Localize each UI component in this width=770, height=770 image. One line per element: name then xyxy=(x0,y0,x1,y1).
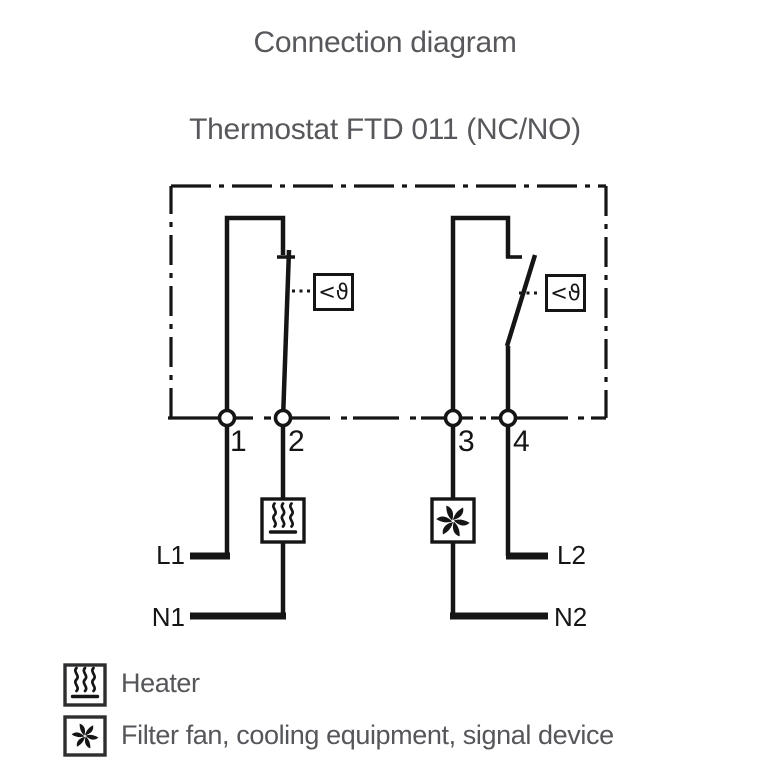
terminal-3-dot xyxy=(443,408,463,428)
terminal-1-dot xyxy=(217,408,237,428)
legend-heater-label: Heater xyxy=(121,668,200,698)
temperature-sensor-symbol: <ϑ xyxy=(550,281,581,305)
page-subtitle: Thermostat FTD 011 (NC/NO) xyxy=(189,113,581,146)
temperature-sensor-box-left: <ϑ xyxy=(313,273,354,311)
wire-label-l1: L1 xyxy=(156,540,185,570)
heater-icon xyxy=(268,501,298,534)
legend-heater-icon xyxy=(70,666,100,699)
temperature-sensor-symbol: <ϑ xyxy=(318,280,349,304)
fixed-contact-feed-left xyxy=(224,215,286,418)
terminal-2-dot xyxy=(273,408,293,428)
legend-fan-label: Filter fan, cooling equipment, signal de… xyxy=(121,720,614,750)
page-title: Connection diagram xyxy=(253,26,517,59)
terminal-label-2: 2 xyxy=(288,425,305,458)
load-wiring xyxy=(190,418,548,620)
fixed-contact-feed-right xyxy=(450,215,511,418)
nc-contact-circuit xyxy=(224,215,311,420)
legend-icons xyxy=(63,663,107,757)
terminal-label-3: 3 xyxy=(458,425,475,458)
wire-label-n2: N2 xyxy=(554,602,588,632)
switch-blade-nc xyxy=(280,249,292,420)
terminal-label-1: 1 xyxy=(230,425,247,458)
terminal-dots xyxy=(217,408,518,428)
wire-label-n1: N1 xyxy=(151,602,185,632)
heater-symbol xyxy=(260,497,306,544)
terminal-label-4: 4 xyxy=(513,425,530,458)
no-contact-circuit xyxy=(450,215,541,418)
switch-blade-no xyxy=(504,254,538,347)
terminal-4-dot xyxy=(498,408,518,428)
temperature-sensor-box-right: <ϑ xyxy=(545,274,586,312)
fan-symbol xyxy=(430,497,476,544)
wire-label-l2: L2 xyxy=(557,540,586,570)
enclosure-border xyxy=(168,184,608,420)
